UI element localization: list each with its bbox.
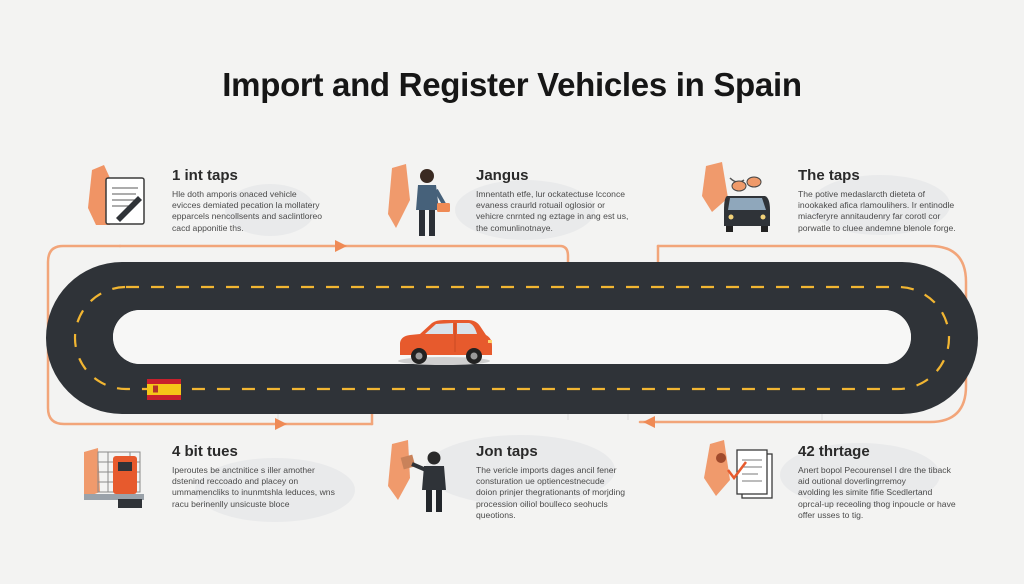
road-inner-area <box>113 310 911 364</box>
car-icon <box>398 320 492 365</box>
step-3-heading: The taps <box>798 167 860 184</box>
checklist-icon <box>704 440 773 499</box>
step-5-body: The vericle imports dages ancil fener co… <box>476 465 626 520</box>
step-3-body: The potive medaslarcth dieteta of inooka… <box>798 189 956 233</box>
page-title: Import and Register Vehicles in Spain <box>222 66 802 103</box>
car-with-glasses-icon <box>702 162 770 232</box>
person-with-document-icon <box>388 440 446 512</box>
step-2: Jangus Imnentath etfe, lur ockatectuse l… <box>476 167 628 234</box>
step-2-body: Imnentath etfe, lur ockatectuse lcconce … <box>476 189 629 233</box>
step-6-body: Anert bopol Pecourensel I dre the tiback… <box>798 465 956 520</box>
step-3: The taps The potive medaslarcth dieteta … <box>798 167 956 234</box>
step-1-heading: 1 int taps <box>172 167 238 184</box>
person-with-bag-icon <box>388 164 450 236</box>
route-arrows <box>275 240 655 430</box>
step-4: 4 bit tues Iperoutes be anctnitice s ill… <box>172 443 335 510</box>
step-5-heading: Jon taps <box>476 443 538 460</box>
step-6: 42 thrtage Anert bopol Pecourensel I dre… <box>798 443 956 521</box>
step-1: 1 int taps Hle doth amporis onaced vehic… <box>172 167 322 234</box>
step-5: Jon taps The vericle imports dages ancil… <box>476 443 625 521</box>
document-pen-icon <box>88 165 145 225</box>
lane-markings <box>73 285 951 391</box>
step-6-heading: 42 thrtage <box>798 443 870 460</box>
fuel-station-icon <box>84 448 144 508</box>
spain-flag-icon <box>147 379 181 400</box>
background-blobs <box>195 175 950 522</box>
step-2-heading: Jangus <box>476 167 529 184</box>
step-1-body: Hle doth amporis onaced vehicle evicces … <box>172 189 323 233</box>
step-4-body: Iperoutes be anctnitice s iller amother … <box>172 465 335 509</box>
step-4-heading: 4 bit tues <box>172 443 238 460</box>
road-loop <box>46 262 978 414</box>
